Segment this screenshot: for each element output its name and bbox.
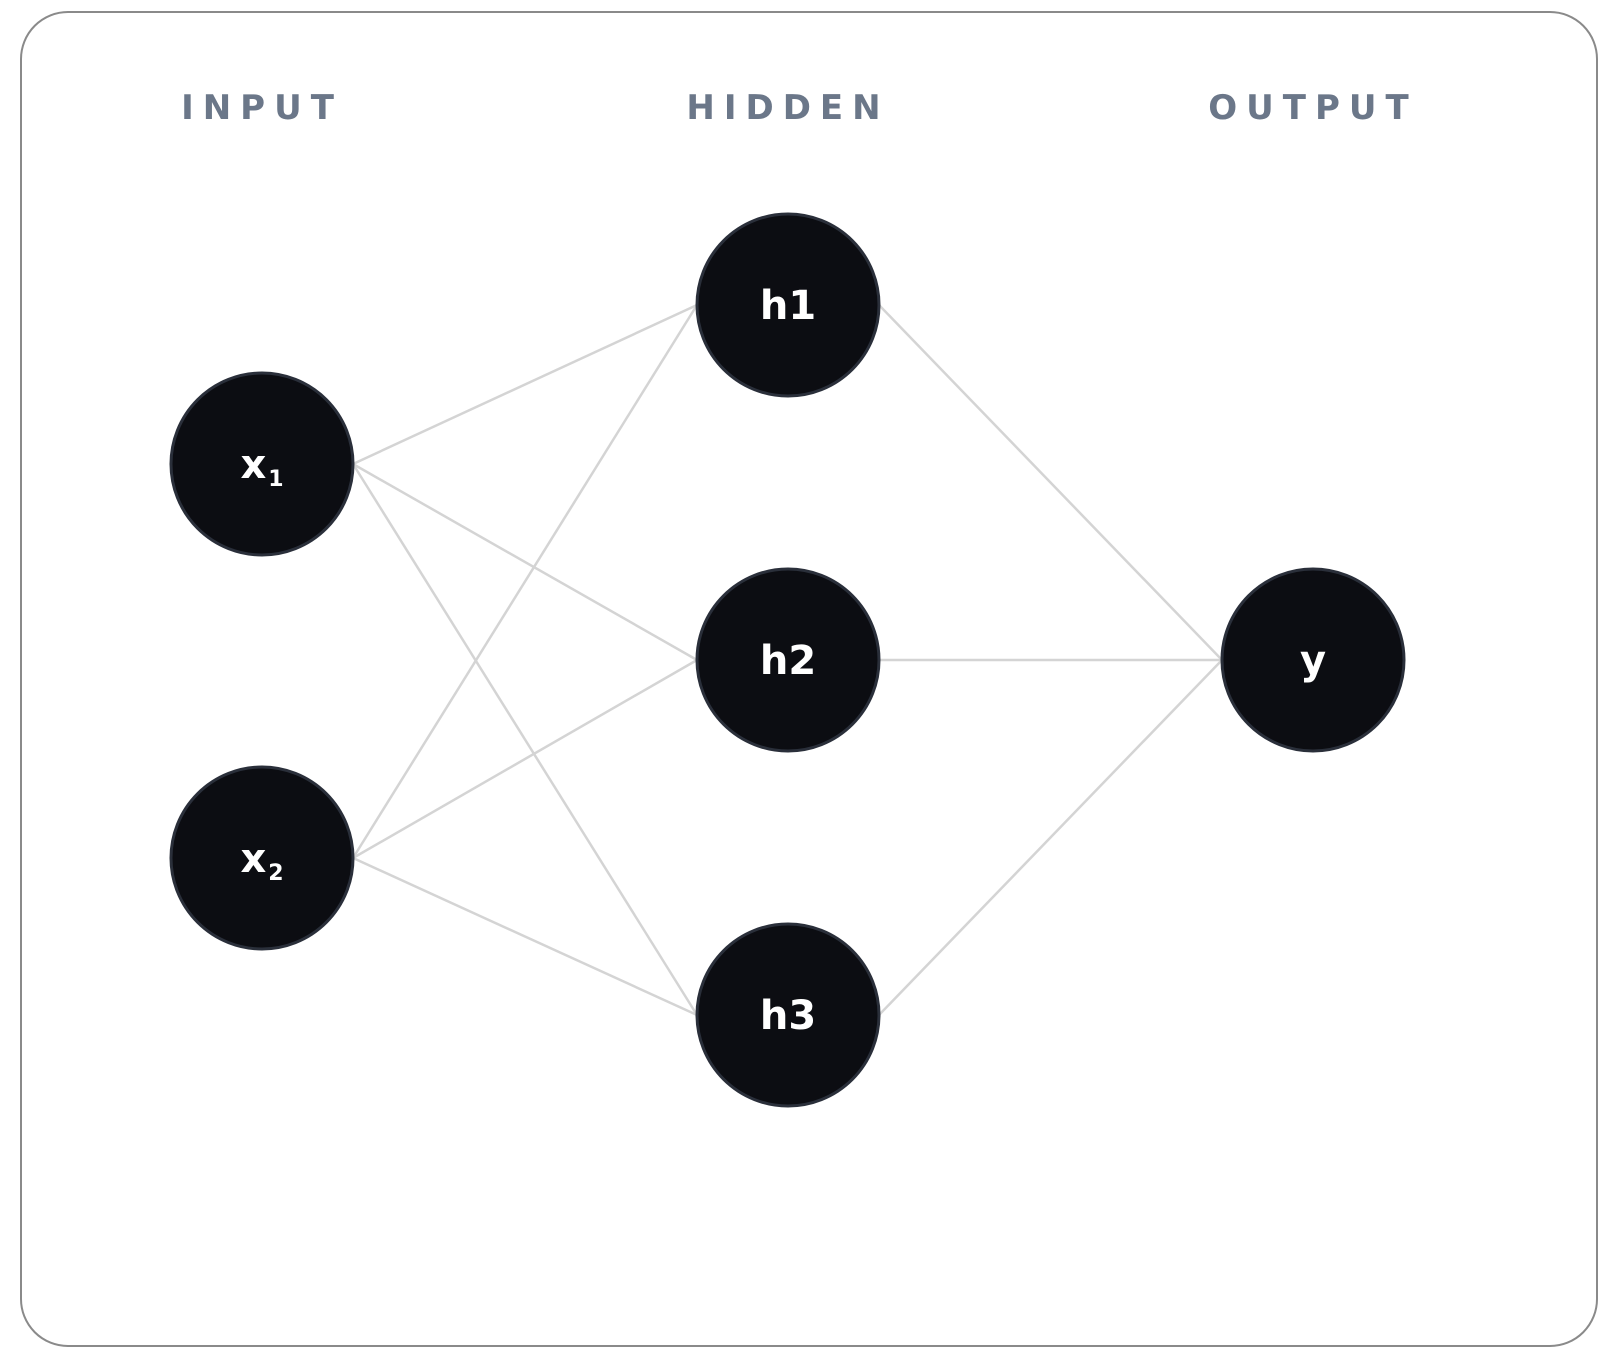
- node-label-h3: h3: [760, 993, 816, 1039]
- node-label-x1: x1: [240, 442, 283, 492]
- node-label-y: y: [1300, 638, 1326, 684]
- node-circle-h3: [695, 922, 881, 1108]
- node-circle-x2: [169, 765, 355, 951]
- node-label-x2: x2: [240, 836, 283, 886]
- node-label-base: h1: [760, 283, 816, 329]
- node-label-base: h3: [760, 993, 816, 1039]
- edge-group: [351, 303, 1223, 1017]
- layer-label-input: INPUT: [181, 88, 343, 128]
- layer-label-hidden: HIDDEN: [686, 88, 890, 128]
- node-label-base: x: [240, 442, 266, 488]
- node-x1: x1: [169, 371, 355, 557]
- edge-h1-y: [878, 304, 1223, 661]
- edge-x2-h3: [352, 856, 698, 1017]
- node-label-base: x: [240, 836, 266, 882]
- node-label-h2: h2: [760, 638, 816, 684]
- edge-x1-h1: [352, 303, 698, 466]
- node-h3: h3: [695, 922, 881, 1108]
- edge-x1-h3: [351, 463, 699, 1016]
- node-y: y: [1220, 567, 1406, 753]
- node-label-base: h2: [760, 638, 816, 684]
- node-circle-h2: [695, 567, 881, 753]
- edge-x1-h2: [352, 462, 698, 662]
- node-label-base: y: [1300, 638, 1326, 684]
- node-circle-y: [1220, 567, 1406, 753]
- layer-label-output: OUTPUT: [1208, 88, 1418, 128]
- node-label-subscript: 1: [268, 467, 283, 492]
- node-x2: x2: [169, 765, 355, 951]
- node-circle-x1: [169, 371, 355, 557]
- edge-h3-y: [878, 659, 1223, 1016]
- edge-x2-h1: [351, 304, 699, 859]
- node-label-subscript: 2: [268, 861, 283, 886]
- node-circle-h1: [695, 212, 881, 398]
- node-h2: h2: [695, 567, 881, 753]
- node-label-h1: h1: [760, 283, 816, 329]
- node-h1: h1: [695, 212, 881, 398]
- edge-x2-h2: [352, 658, 698, 860]
